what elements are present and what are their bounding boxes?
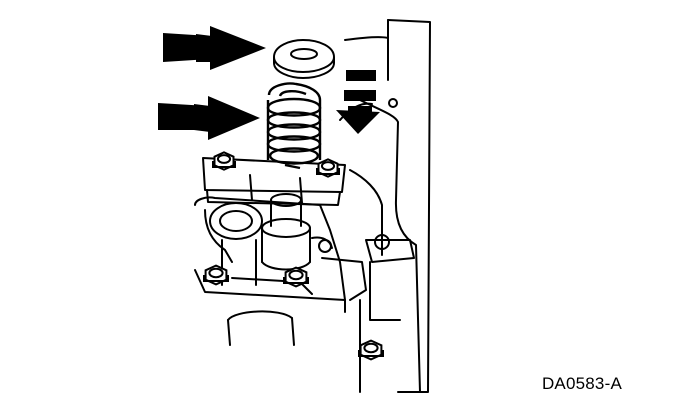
washer bbox=[272, 38, 336, 80]
figure-code: DA0583-A bbox=[541, 374, 622, 393]
coil-spring bbox=[266, 82, 322, 170]
hex-bolt-icon bbox=[283, 266, 309, 288]
hex-bolt-icon bbox=[316, 158, 340, 178]
arrow-down-icon bbox=[336, 70, 380, 134]
hex-bolt-icon bbox=[203, 264, 229, 286]
lower-cylinder bbox=[227, 310, 295, 346]
hex-bolt-icon bbox=[212, 151, 236, 171]
hex-bolt-icon bbox=[358, 339, 384, 361]
arrow-right-icon bbox=[158, 96, 260, 140]
bolt-group bbox=[203, 151, 384, 361]
valve-body bbox=[194, 196, 367, 313]
spring-stem bbox=[261, 193, 311, 271]
arrow-right-icon bbox=[163, 26, 266, 70]
